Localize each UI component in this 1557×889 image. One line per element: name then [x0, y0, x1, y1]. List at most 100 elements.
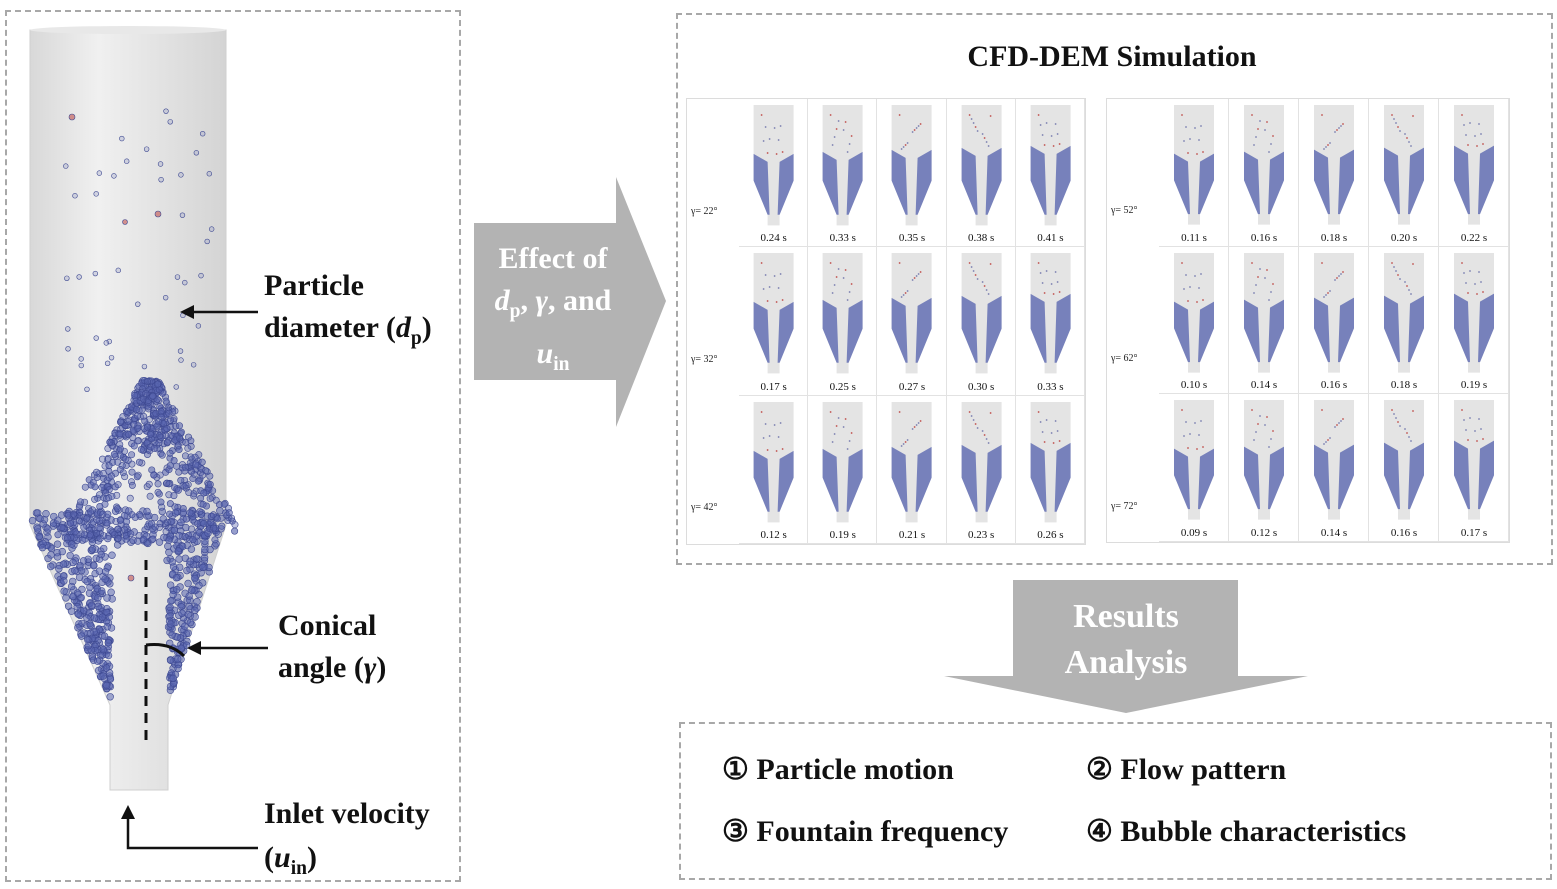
inlet-arrow-line [126, 816, 258, 850]
simulation-title: CFD-DEM Simulation [967, 40, 1257, 73]
right-grid-time-label: 0.16 s [1320, 379, 1348, 392]
particle [166, 416, 174, 424]
particle [104, 639, 113, 647]
particle [137, 446, 145, 454]
particle [165, 536, 173, 544]
right-grid-time-label: 0.22 s [1460, 231, 1488, 244]
particle [128, 460, 136, 468]
results-arrow-text: Results Analysis [1064, 598, 1188, 681]
particle [86, 531, 94, 539]
particle [155, 418, 163, 426]
particle [166, 581, 175, 589]
particle [95, 524, 103, 532]
particle [93, 468, 101, 476]
particle [60, 587, 68, 595]
left-grid-time-label: 0.12 s [760, 529, 787, 541]
particle [53, 540, 62, 548]
particle [117, 425, 125, 433]
particle [65, 346, 71, 352]
particle [126, 494, 134, 502]
particle [200, 519, 208, 527]
particle [103, 519, 111, 527]
inlet-arrow-head [121, 805, 135, 819]
particle [199, 471, 207, 479]
particle [54, 531, 62, 539]
particle [77, 566, 86, 575]
particle [91, 495, 99, 503]
particle [184, 444, 192, 452]
particle-cloud [28, 108, 239, 701]
left-grid-snapshot-cell [1015, 247, 1085, 396]
particle [197, 494, 205, 502]
particle [50, 512, 58, 521]
left-grid-time-label: 0.17 s [760, 380, 787, 393]
particle [101, 568, 110, 576]
particle [185, 488, 193, 496]
particle [141, 363, 148, 370]
particle [204, 238, 210, 245]
particle [85, 589, 94, 597]
particle [182, 482, 190, 490]
particle [76, 274, 82, 280]
right-grid-snapshot-cell [1229, 246, 1299, 395]
particle [169, 591, 177, 599]
snapshot-image [1030, 253, 1071, 374]
particle [144, 399, 152, 407]
particle [122, 219, 128, 225]
particle [99, 469, 107, 477]
particle [186, 557, 194, 566]
particle [93, 529, 101, 537]
angle-arrow-head [187, 641, 201, 655]
particle [98, 613, 107, 621]
particle [128, 481, 136, 489]
snapshot-image [1174, 400, 1214, 520]
right-grid-snapshot-cell [1299, 246, 1369, 395]
particle [143, 507, 151, 516]
particle [104, 651, 113, 660]
particle [63, 163, 69, 169]
particle [90, 614, 99, 622]
particle [162, 294, 169, 301]
results-arrow [944, 580, 1308, 713]
left-grid-time-label: 0.35 s [898, 232, 926, 245]
particle [104, 534, 112, 543]
particle-arrow-head [180, 305, 194, 319]
particle [42, 510, 50, 518]
particle [108, 492, 116, 500]
particle [79, 557, 88, 565]
particle [98, 587, 106, 595]
left-grid-time-label: 0.38 s [968, 232, 995, 245]
right-grid-snapshot-cell [1439, 246, 1509, 395]
particle [182, 463, 190, 471]
particle [84, 641, 93, 650]
left-grid-time-label: 0.23 s [968, 529, 995, 541]
right-grid-row-angle-label: γ= 72° [1111, 500, 1138, 512]
snapshot-image [1384, 252, 1424, 373]
particle [218, 522, 226, 530]
particle [86, 508, 94, 516]
right-grid-snapshot-cell [1369, 246, 1439, 395]
snapshot-image [822, 105, 863, 226]
particle [149, 535, 157, 543]
particle [96, 170, 103, 176]
particle [168, 558, 176, 566]
particle [150, 471, 158, 479]
particle [121, 526, 129, 534]
snapshot-image [1384, 105, 1424, 225]
particle [183, 566, 191, 575]
particle [62, 594, 70, 602]
particle [122, 431, 130, 439]
left-grid-row-angle-label: γ= 42° [691, 502, 718, 514]
particle [136, 511, 144, 519]
particle [154, 488, 162, 496]
particle [99, 672, 107, 680]
particle [64, 275, 70, 281]
particle [80, 606, 88, 614]
particle [173, 384, 179, 390]
particle [127, 530, 135, 538]
particle [189, 536, 197, 544]
snapshot-image [1030, 105, 1071, 226]
particle-diameter-label-2: diameter (dp) [264, 311, 432, 349]
particle [66, 519, 74, 527]
